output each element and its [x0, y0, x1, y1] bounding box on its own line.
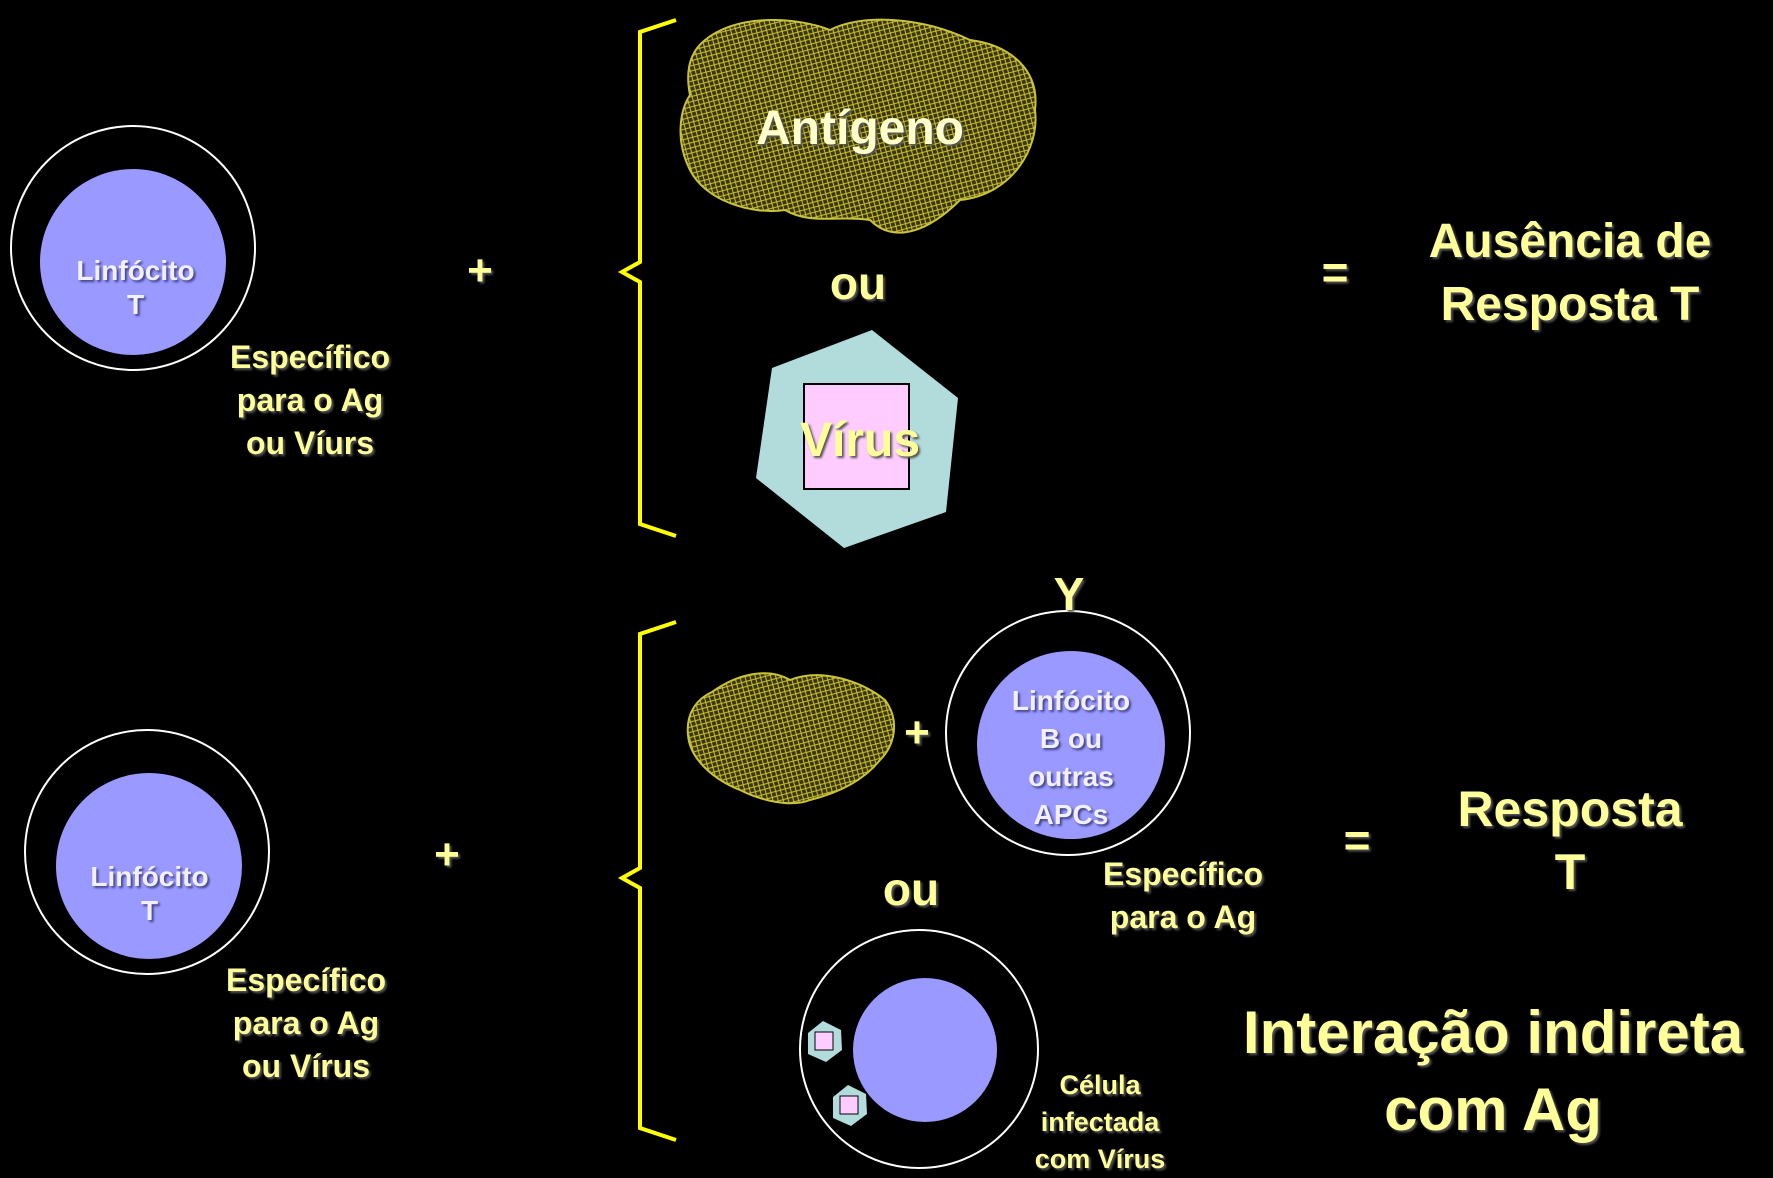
antigen-label: Antígeno	[756, 102, 964, 155]
bottom-cell-label: Linfócito T	[90, 861, 209, 926]
small-virus-1	[808, 1021, 842, 1062]
virus-label: Vírus	[799, 414, 921, 467]
top-specific-label: Específico para o Ag ou Víurs	[229, 339, 391, 461]
bottom-result-label: Resposta T	[1457, 781, 1683, 900]
bottom-plus-sign: +	[434, 830, 460, 879]
top-or-label: ou	[829, 257, 887, 309]
apc-cell	[945, 610, 1191, 856]
small-antigen-shape	[686, 672, 896, 805]
virus-shape	[756, 330, 958, 548]
bottom-or-label: ou	[882, 863, 940, 915]
y-label: Y	[1053, 568, 1085, 620]
bottom-brace	[617, 620, 677, 1142]
bottom-t-cell	[24, 729, 270, 975]
small-virus-2	[833, 1085, 867, 1126]
top-plus-sign: +	[467, 246, 493, 295]
top-t-cell	[10, 125, 256, 371]
bottom-specific-label: Específico para o Ag ou Vírus	[225, 962, 387, 1084]
top-cell-label: Linfócito T	[76, 255, 195, 320]
bottom-equals-sign: =	[1343, 814, 1371, 866]
conclusion-label: Interação indireta com Ag	[1242, 999, 1744, 1143]
antigen-shape	[679, 18, 1037, 234]
infected-cell	[799, 929, 1039, 1169]
top-result-label: Ausência de Resposta T	[1428, 215, 1712, 331]
apc-specific-label: Específico para o Ag	[1102, 856, 1264, 935]
infected-cell-label: Célula infectada com Vírus	[1034, 1070, 1166, 1174]
top-equals-sign: =	[1321, 246, 1349, 298]
apc-label: Linfócito B ou outras APCs	[1011, 685, 1131, 830]
top-brace	[617, 18, 677, 538]
inner-plus-sign: +	[904, 708, 930, 757]
